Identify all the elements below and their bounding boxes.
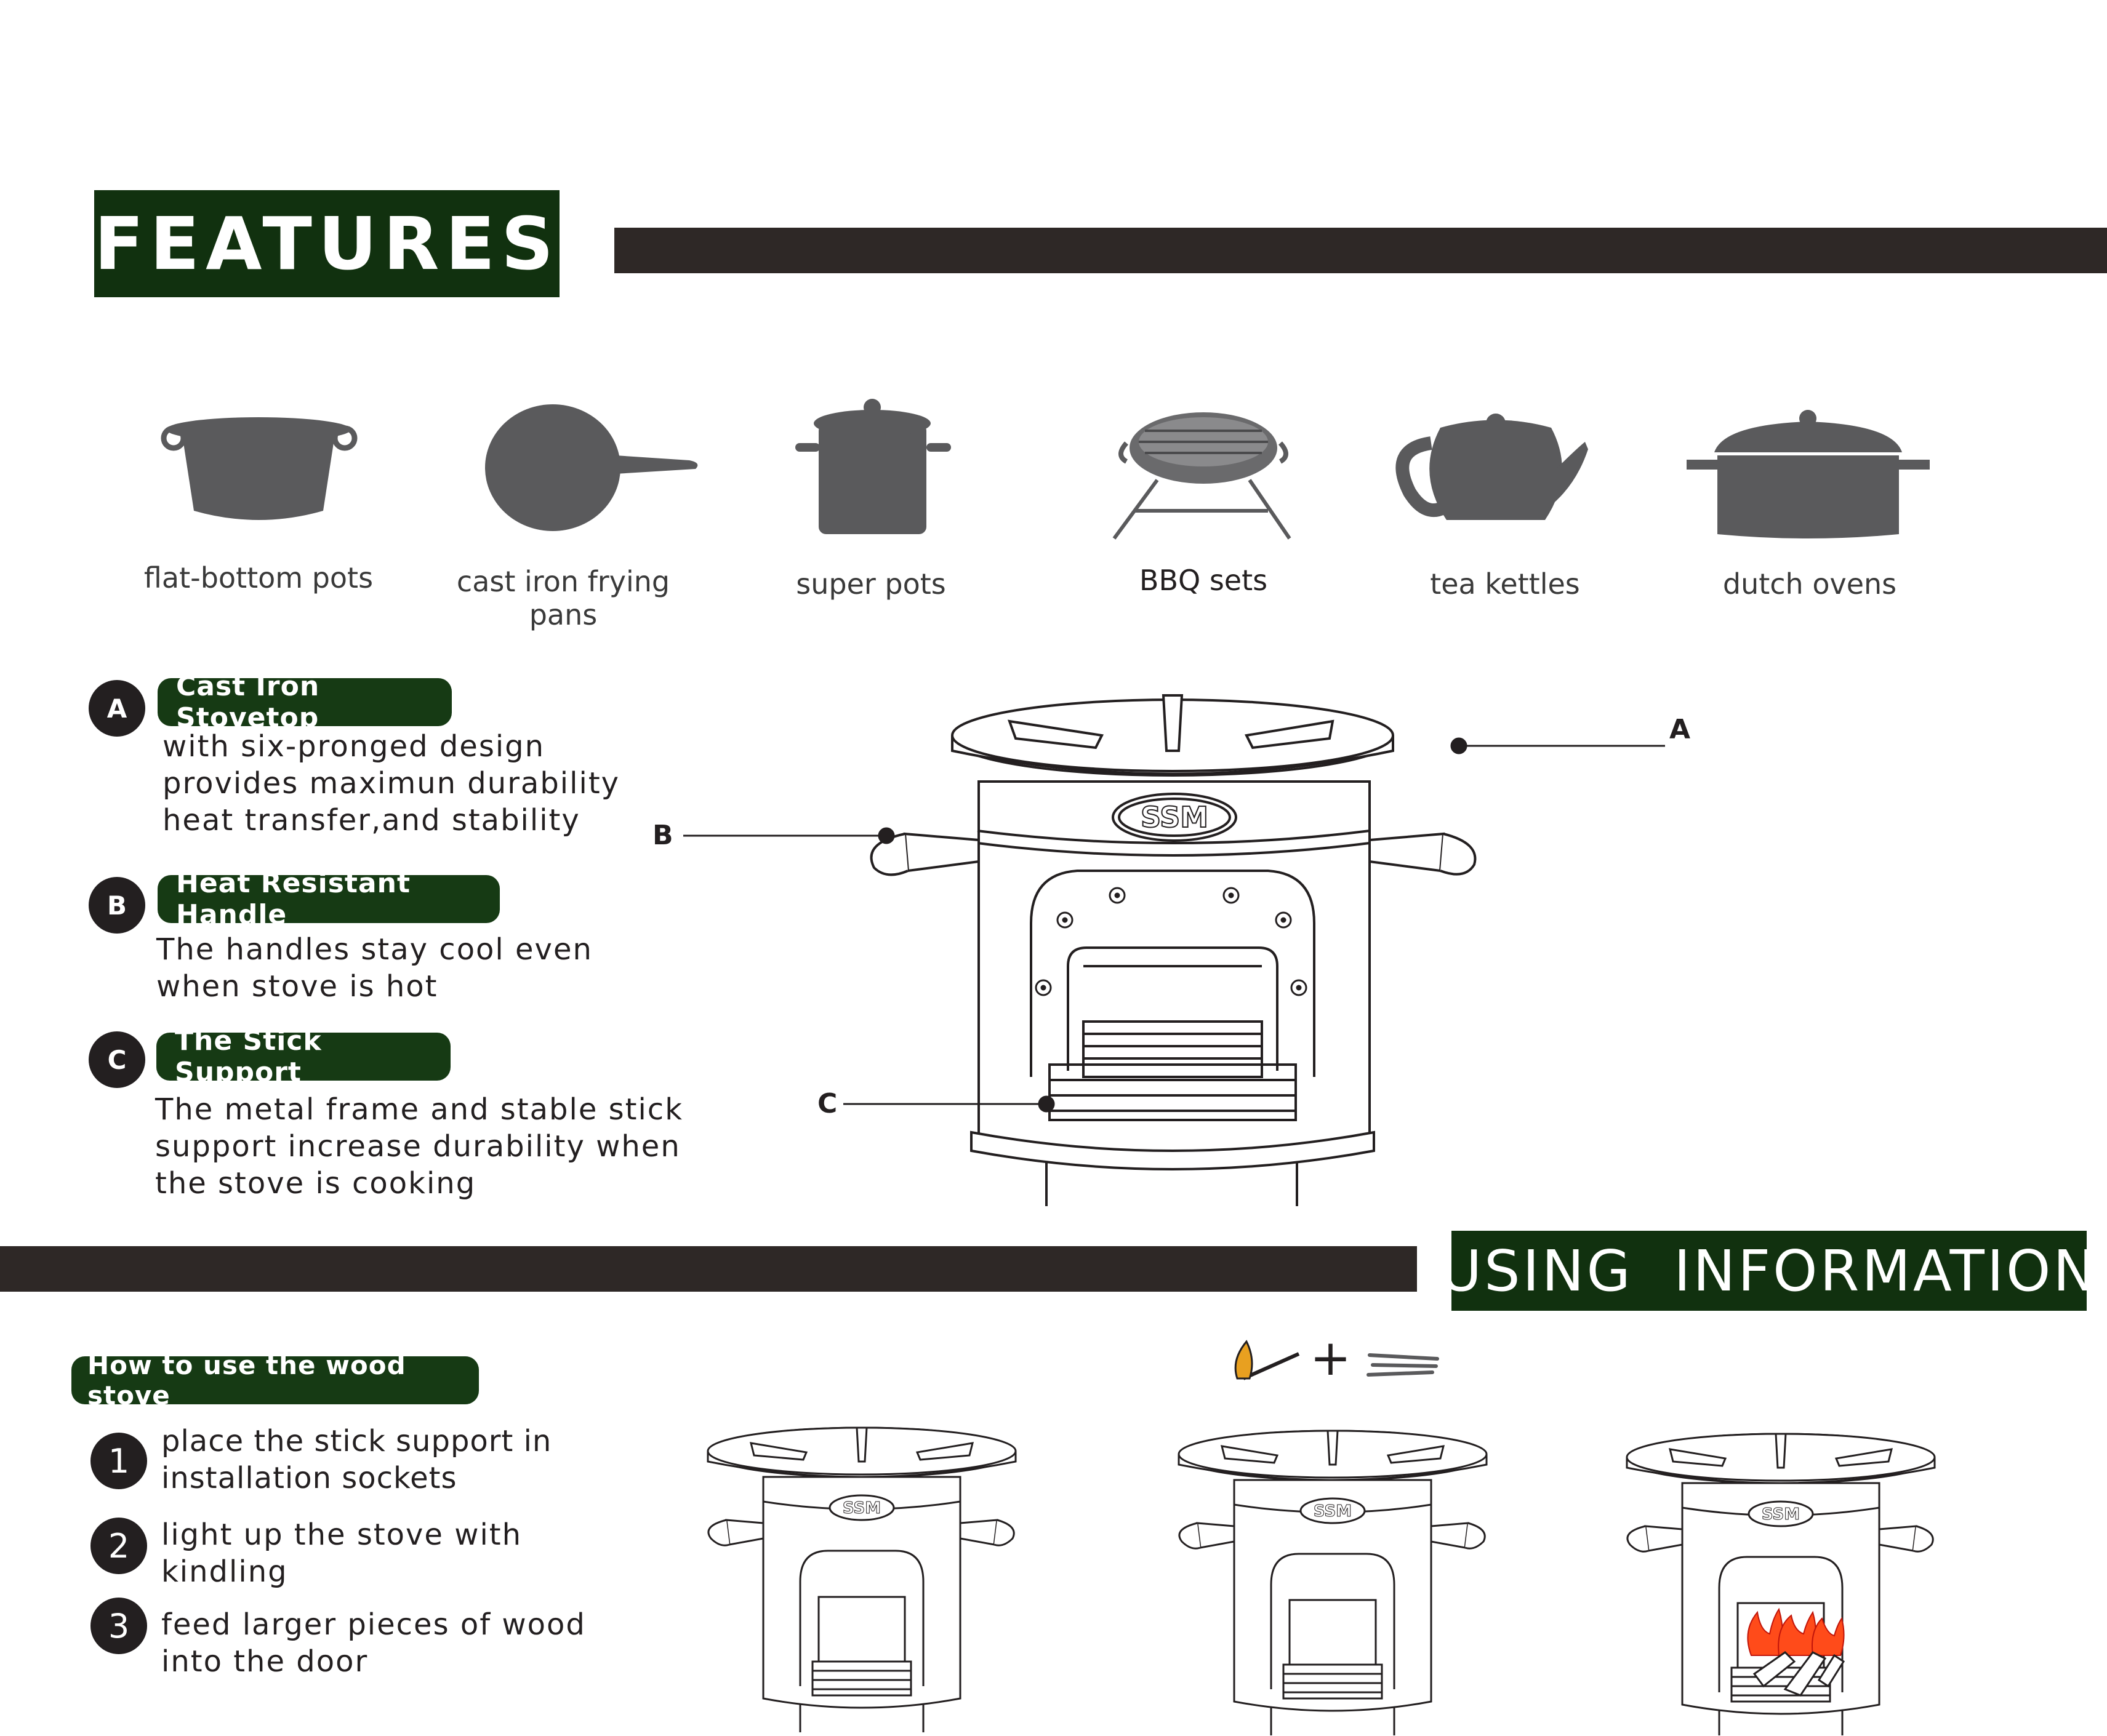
feature-title-b: Heat Resistant Handle [158,868,500,930]
cookware-label-dutch-ovens: dutch ovens [1722,567,1897,601]
step-text-line: feed larger pieces of wood [161,1607,586,1642]
feature-desc-c-line: the stove is cooking [155,1166,476,1201]
features-title: FEATURES [94,201,560,286]
step-text-3: feed larger pieces of wood into the door [161,1606,586,1680]
feature-title-c: The Stick Support [156,1025,451,1088]
step-text-line: installation sockets [161,1461,457,1495]
callout-a: A [1669,714,1691,745]
stove-diagram: SSM [683,694,1665,1206]
feature-letter-b: B [89,877,145,934]
cookware-label-frying-pans: cast iron frying pans [456,565,670,631]
frying-pan-icon [485,404,698,531]
cookware-label-super-pots: super pots [796,567,946,601]
features-heading: FEATURES [94,190,560,297]
feature-desc-a: with six-pronged design provides maximun… [163,728,620,839]
step-text-line: light up the stove with [161,1518,523,1552]
callout-c: C [817,1088,838,1119]
tea-kettle-icon [1395,414,1588,520]
step-number-3: 3 [90,1598,147,1654]
step-number-1: 1 [90,1433,147,1489]
step-text-line: into the door [161,1644,369,1679]
feature-desc-c: The metal frame and stable stick support… [155,1091,683,1202]
feature-desc-b: The handles stay cool even when stove is… [156,931,593,1005]
step-text-1: place the stick support in installation … [161,1423,552,1497]
step-text-line: place the stick support in [161,1424,552,1458]
feature-desc-c-line: support increase durability when [155,1129,681,1164]
using-title: USING INFORMATION [1440,1238,2098,1304]
cookware-label-tea-kettles: tea kettles [1430,567,1580,601]
cookware-icons [161,399,1930,540]
using-divider-bar [0,1246,1417,1292]
feature-letter-a: A [89,680,145,737]
callout-b: B [652,820,673,851]
step-text-line: kindling [161,1554,288,1589]
fire-flames-icon [1747,1607,1845,1697]
step-number-2: 2 [90,1518,147,1574]
step-1-stove: SSM [707,1426,1017,1734]
feature-letter-c: C [89,1031,145,1088]
mini-stove-brand: SSM [1762,1505,1800,1524]
using-heading: USING INFORMATION [1440,1231,2095,1311]
flat-bottom-pot-icon [161,417,358,520]
step-3-stove: SSM [1626,1433,1936,1735]
cookware-label-bbq-sets: BBQ sets [1139,564,1268,597]
feature-desc-b-line: The handles stay cool even [156,932,593,967]
match-icon [1234,1340,1300,1380]
howto-title: How to use the wood stove [71,1350,479,1410]
cookware-label-flat-bottom-pots: flat-bottom pots [143,561,374,594]
feature-title-a: Cast Iron Stovetop [158,671,452,734]
step-stove-diagrams: SSM SSM SSM [707,1426,1936,1735]
step-text-2: light up the stove with kindling [161,1516,522,1590]
feature-desc-a-line: heat transfer,and stability [163,803,580,838]
feature-desc-c-line: The metal frame and stable stick [155,1092,683,1127]
kindling-icon [1367,1353,1439,1377]
feature-desc-b-line: when stove is hot [156,969,438,1004]
mini-stove-brand: SSM [843,1499,881,1518]
dutch-oven-icon [1687,410,1930,538]
super-pot-icon [795,399,951,534]
feature-desc-a-line: provides maximun durability [163,766,620,801]
features-divider-bar [614,228,2107,273]
step-2-stove: SSM [1178,1430,1488,1735]
bbq-grill-icon [1112,412,1291,540]
diagram-brand: SSM [1141,801,1208,834]
feature-desc-a-line: with six-pronged design [163,729,545,764]
plus-sign: + [1310,1329,1352,1386]
mini-stove-brand: SSM [1314,1502,1352,1521]
